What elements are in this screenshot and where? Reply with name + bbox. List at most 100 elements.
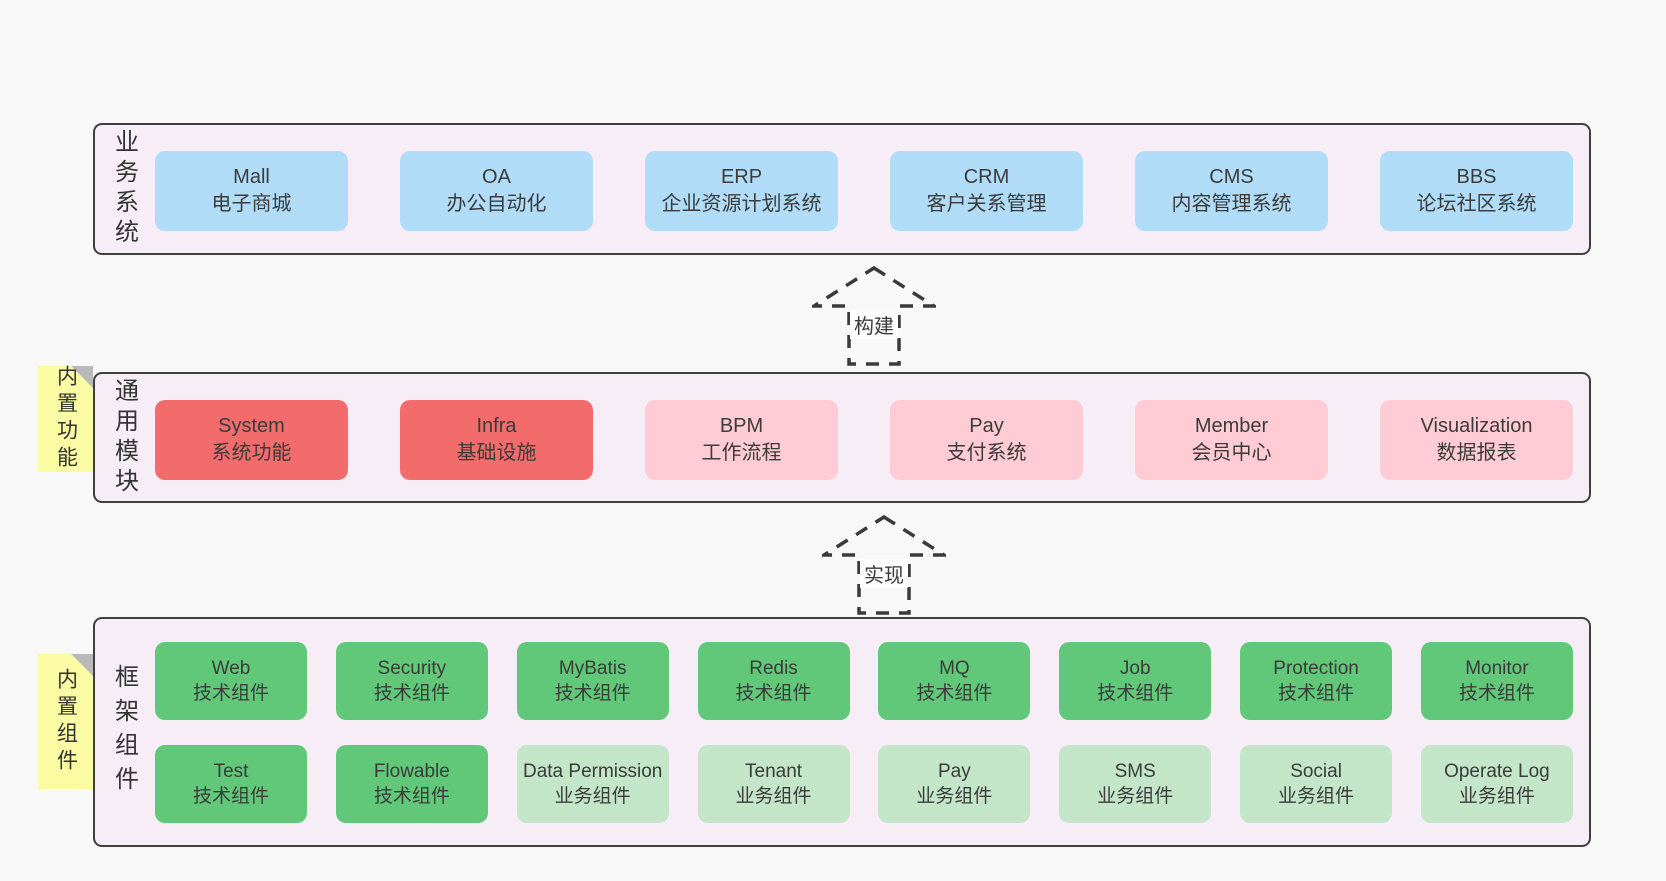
box-job: Job 技术组件 — [1059, 642, 1212, 720]
box-name: OA — [482, 166, 511, 188]
box-name: Infra — [476, 415, 517, 437]
box-name: BPM — [719, 415, 764, 437]
box-name: Pay — [938, 761, 971, 782]
arrow-implement-label: 实现 — [860, 559, 908, 588]
box-name: ERP — [720, 166, 763, 188]
box-desc: 技术组件 — [916, 683, 993, 704]
business-box-row: Mall 电子商城 OA 办公自动化 ERP 企业资源计划系统 CRM 客户关系… — [155, 151, 1573, 231]
box-desc: 业务组件 — [735, 786, 812, 807]
box-name: Visualization — [1420, 415, 1533, 437]
box-name: SMS — [1114, 761, 1156, 782]
box-name: MyBatis — [558, 658, 627, 679]
box-bbs: BBS 论坛社区系统 — [1380, 151, 1573, 231]
box-desc: 技术组件 — [735, 683, 812, 704]
box-desc: 办公自动化 — [446, 193, 547, 215]
box-desc: 技术组件 — [1458, 683, 1535, 704]
band-label-components: 框架组件 — [105, 619, 143, 845]
arrow-implement: 实现 — [822, 514, 946, 617]
box-name: Pay — [969, 415, 1004, 437]
up-arrow-icon — [822, 514, 946, 615]
box-desc: 技术组件 — [554, 683, 631, 704]
box-data-permission: Data Permission 业务组件 — [516, 745, 669, 823]
box-bpm: BPM 工作流程 — [645, 400, 838, 480]
box-cms: CMS 内容管理系统 — [1135, 151, 1328, 231]
box-flowable: Flowable 技术组件 — [335, 745, 488, 823]
box-desc: 论坛社区系统 — [1416, 193, 1537, 215]
box-desc: 技术组件 — [373, 683, 450, 704]
box-name: CMS — [1209, 166, 1254, 188]
modules-box-row: System 系统功能 Infra 基础设施 BPM 工作流程 Pay 支付系统… — [155, 400, 1573, 480]
box-desc: 技术组件 — [1278, 683, 1355, 704]
box-name: Flowable — [373, 761, 450, 782]
sticky-text-wrap: 内置功能 — [38, 365, 93, 473]
sticky-label: 内置功能 — [54, 365, 78, 473]
box-desc: 技术组件 — [1097, 683, 1174, 704]
box-desc: 支付系统 — [946, 442, 1027, 464]
band-label-modules: 通用模块 — [105, 374, 143, 501]
box-protection: Protection 技术组件 — [1240, 642, 1393, 720]
sticky-note-builtin-features: 内置功能 — [38, 365, 93, 473]
box-oa: OA 办公自动化 — [400, 151, 593, 231]
box-visualization: Visualization 数据报表 — [1380, 400, 1573, 480]
band-label-business: 业务系统 — [105, 125, 143, 253]
box-desc: 电子商城 — [211, 193, 292, 215]
box-desc: 业务组件 — [1097, 786, 1174, 807]
components-row-2: Test 技术组件 Flowable 技术组件 Data Permission … — [155, 745, 1573, 823]
sticky-note-icon — [38, 654, 93, 789]
sticky-label: 内置组件 — [54, 667, 78, 776]
box-desc: 工作流程 — [701, 442, 782, 464]
box-name: Job — [1119, 658, 1151, 679]
components-row-1: Web 技术组件 Security 技术组件 MyBatis 技术组件 Redi… — [155, 642, 1573, 720]
box-erp: ERP 企业资源计划系统 — [645, 151, 838, 231]
up-arrow-icon — [812, 265, 936, 366]
box-name: CRM — [963, 166, 1010, 188]
box-name: System — [218, 415, 285, 437]
box-social: Social 业务组件 — [1240, 745, 1393, 823]
band-common-modules: 通用模块 System 系统功能 Infra 基础设施 BPM 工作流程 Pay… — [93, 372, 1591, 503]
box-security: Security 技术组件 — [335, 642, 488, 720]
box-tenant: Tenant 业务组件 — [697, 745, 850, 823]
box-web: Web 技术组件 — [155, 642, 307, 720]
box-name: BBS — [1456, 166, 1497, 188]
box-crm: CRM 客户关系管理 — [890, 151, 1083, 231]
band-label-text: 通用模块 — [110, 377, 138, 498]
box-pay-component: Pay 业务组件 — [878, 745, 1031, 823]
box-name: Operate Log — [1444, 761, 1550, 782]
box-desc: 基础设施 — [456, 442, 537, 464]
box-name: Tenant — [745, 761, 803, 782]
band-framework-components: 框架组件 Web 技术组件 Security 技术组件 MyBatis 技术组件… — [93, 617, 1591, 847]
box-name: Monitor — [1465, 658, 1529, 679]
box-sms: SMS 业务组件 — [1059, 745, 1212, 823]
box-name: MQ — [939, 658, 970, 679]
box-test: Test 技术组件 — [155, 745, 307, 823]
box-monitor: Monitor 技术组件 — [1420, 642, 1573, 720]
box-name: Protection — [1273, 658, 1359, 679]
arrow-build-label: 构建 — [850, 310, 898, 339]
box-desc: 业务组件 — [1278, 786, 1355, 807]
box-desc: 客户关系管理 — [926, 193, 1047, 215]
box-name: Web — [211, 658, 251, 679]
box-desc: 企业资源计划系统 — [661, 193, 822, 215]
box-desc: 系统功能 — [211, 442, 292, 464]
box-name: Data Permission — [522, 761, 663, 782]
box-redis: Redis 技术组件 — [697, 642, 850, 720]
box-mybatis: MyBatis 技术组件 — [516, 642, 669, 720]
box-desc: 会员中心 — [1191, 442, 1272, 464]
box-name: Test — [213, 761, 249, 782]
box-desc: 技术组件 — [373, 786, 450, 807]
box-name: Social — [1290, 761, 1342, 782]
box-infra: Infra 基础设施 — [400, 400, 593, 480]
box-pay-system: Pay 支付系统 — [890, 400, 1083, 480]
band-label-text: 业务系统 — [110, 129, 138, 249]
sticky-text-wrap: 内置组件 — [38, 654, 93, 789]
box-name: Redis — [749, 658, 798, 679]
box-mq: MQ 技术组件 — [878, 642, 1031, 720]
box-name: Mall — [233, 166, 270, 188]
box-desc: 技术组件 — [192, 683, 269, 704]
box-system: System 系统功能 — [155, 400, 348, 480]
box-desc: 内容管理系统 — [1171, 193, 1292, 215]
box-desc: 业务组件 — [916, 786, 993, 807]
band-business-systems: 业务系统 Mall 电子商城 OA 办公自动化 ERP 企业资源计划系统 CRM… — [93, 123, 1591, 255]
sticky-note-icon — [38, 366, 93, 472]
box-name: Member — [1194, 415, 1269, 437]
